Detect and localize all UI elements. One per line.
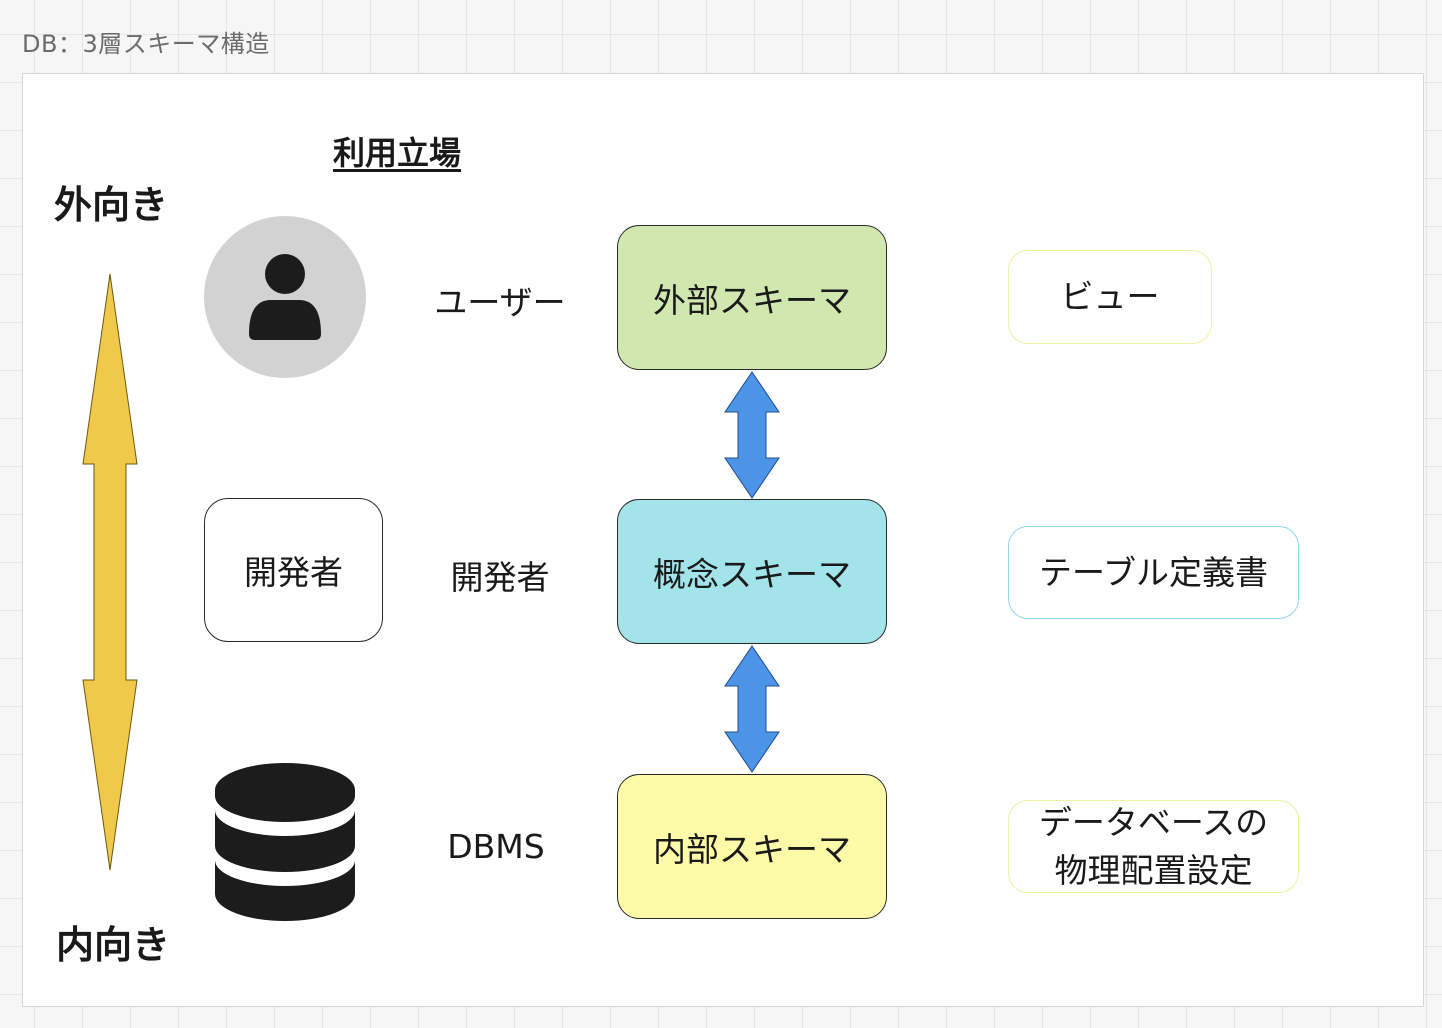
label-inner: 内向き	[56, 923, 171, 967]
role-label-user: ユーザー	[434, 283, 566, 322]
internal-schema-box: 内部スキーマ	[617, 774, 887, 919]
note-physical-line1: データベースの	[1038, 802, 1269, 842]
internal-schema-label: 内部スキーマ	[653, 829, 851, 869]
database-icon	[215, 763, 355, 921]
user-avatar	[204, 216, 366, 378]
note-view-label: ビュー	[1060, 277, 1160, 317]
developer-box: 開発者	[204, 498, 383, 642]
conceptual-schema-box: 概念スキーマ	[617, 499, 887, 644]
note-table-definition-label: テーブル定義書	[1038, 552, 1269, 592]
developer-box-label: 開発者	[244, 553, 343, 592]
frame-title: DB：3層スキーマ構造	[22, 30, 270, 58]
note-physical-placement: データベースの 物理配置設定	[1008, 800, 1299, 893]
label-outer: 外向き	[54, 183, 169, 227]
role-label-dbms: DBMS	[447, 827, 545, 866]
conceptual-schema-label: 概念スキーマ	[653, 554, 851, 594]
role-label-developer: 開発者	[450, 558, 550, 597]
person-icon	[249, 254, 321, 340]
arrow-external-conceptual	[724, 371, 780, 499]
arrow-conceptual-internal	[724, 645, 780, 773]
note-physical-line2: 物理配置設定	[1054, 850, 1253, 890]
note-table-definition: テーブル定義書	[1008, 526, 1299, 619]
heading-usage-position: 利用立場	[333, 134, 462, 172]
external-schema-label: 外部スキーマ	[653, 280, 851, 320]
note-view: ビュー	[1008, 250, 1212, 344]
external-schema-box: 外部スキーマ	[617, 225, 887, 370]
direction-double-arrow	[82, 273, 138, 871]
